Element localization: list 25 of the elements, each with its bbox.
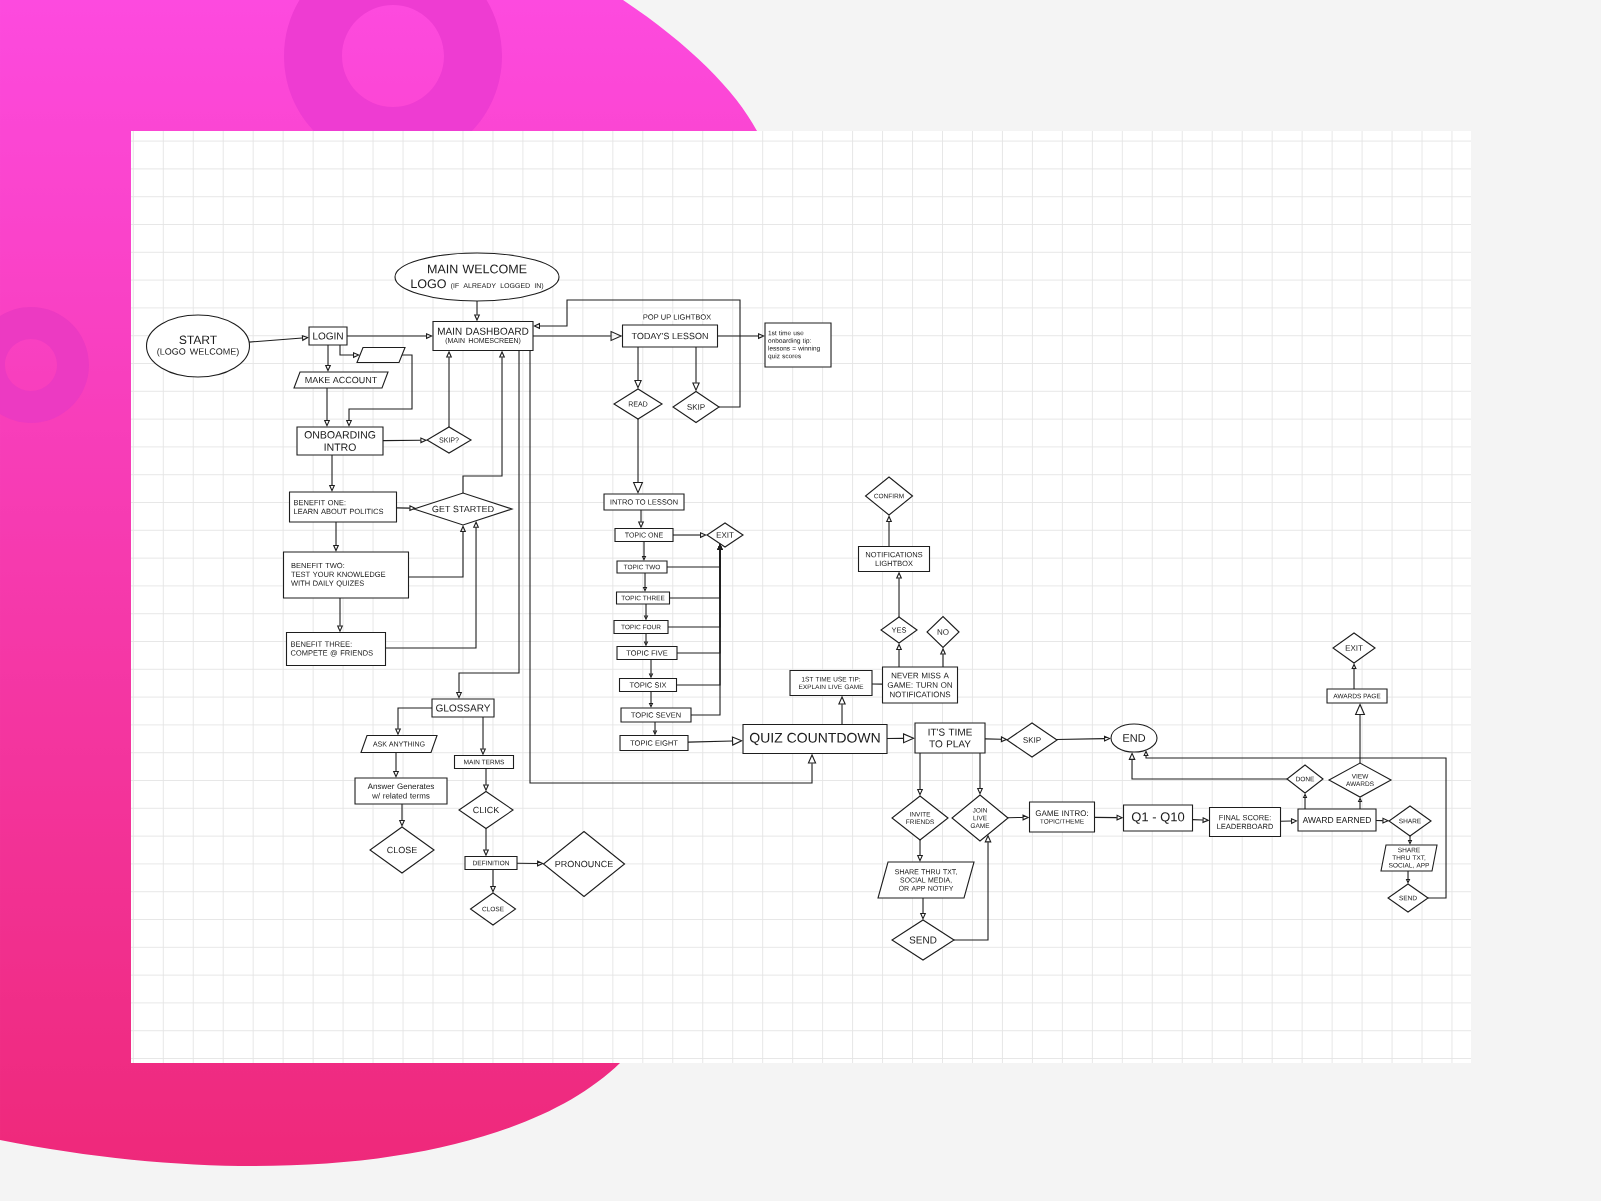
- arrow: [886, 733, 915, 744]
- process-box: TODAY'S LESSON: [621, 324, 719, 348]
- process-box: IT'S TIME TO PLAY: [914, 722, 986, 754]
- arrow: [533, 299, 741, 408]
- process-box: Answer Generates w/ related terms: [354, 777, 448, 805]
- arrow: [687, 736, 743, 746]
- arrow: [1128, 752, 1288, 780]
- process-box: AWARD EARNED: [1297, 808, 1377, 832]
- oval-node: END: [1110, 723, 1158, 753]
- process-box: LOGIN: [308, 326, 348, 346]
- arrow: [516, 860, 544, 867]
- process-box: ONBOARDING INTRO: [296, 426, 384, 456]
- process-box: GLOSSARY: [431, 698, 495, 718]
- connector-line: [871, 683, 884, 685]
- arrow: [1143, 750, 1447, 899]
- arrow: [248, 334, 309, 343]
- process-box: QUIZ COUNTDOWN: [742, 723, 888, 755]
- parallelogram-box: MAKE ACCOUNT: [293, 371, 389, 389]
- process-box: Q1 - Q10: [1122, 804, 1194, 832]
- process-box: NEVER MISS A GAME: TURN ON NOTIFICATIONS: [881, 666, 959, 704]
- arrow: [529, 349, 817, 784]
- arrow: [634, 346, 642, 389]
- oval-node: START (LOGO WELCOME): [145, 314, 251, 378]
- arrow: [1351, 663, 1357, 690]
- arrow: [1055, 735, 1111, 742]
